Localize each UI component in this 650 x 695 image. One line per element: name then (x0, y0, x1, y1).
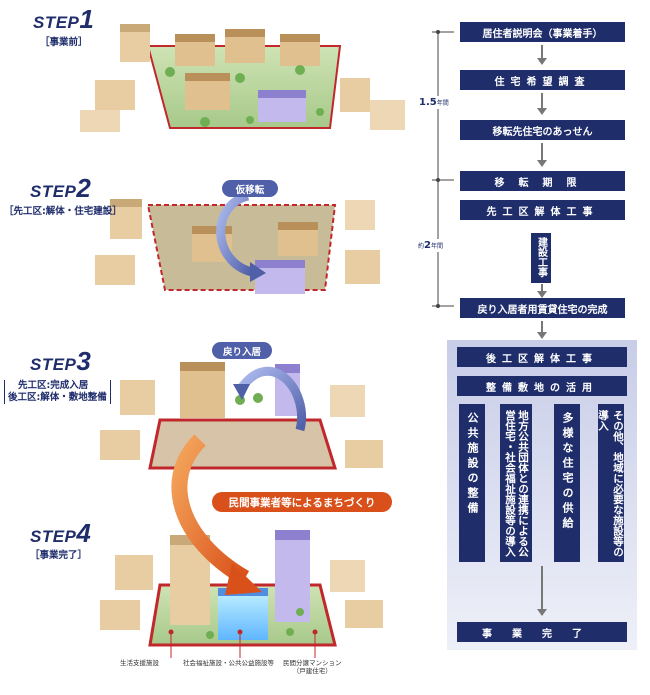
flow-site-utilization: 整備敷地の活用 (457, 376, 627, 396)
step4-title: STEP4 (30, 518, 92, 548)
illustration-canvas (80, 24, 405, 658)
step4-trees (206, 608, 304, 639)
timeline-bracket (432, 30, 454, 308)
step1-buildings (80, 24, 405, 132)
flow-first-demolition: 先工区解体工事 (460, 200, 625, 220)
flow-other-facilities: その他、地域に必要な施設等の導入 (597, 404, 624, 562)
flow-arrow-4 (537, 284, 547, 298)
flow-arrow-6 (537, 566, 547, 616)
step2-scene (95, 191, 380, 294)
step3-title: STEP3 (30, 346, 92, 376)
temp-move-arrow (216, 191, 254, 277)
flow-arrow-2 (537, 93, 547, 115)
duration-phase2: 約2年間 (418, 239, 443, 252)
private-dev-label: 民間事業者等によるまちづくり (212, 492, 392, 512)
temp-move-label: 仮移転 (222, 180, 278, 197)
step3-site-border (148, 418, 338, 470)
flow-relocation-deadline: 移転期限 (460, 171, 625, 191)
step3-scene (100, 362, 383, 470)
step1-site-border (146, 45, 342, 129)
flow-relocation-support: 移転先住宅のあっせん (460, 120, 625, 140)
return-move-label: 戻り入居 (212, 342, 272, 359)
step4-subtitle: ［事業完了］ (30, 550, 88, 561)
flow-later-demolition: 後工区解体工事 (457, 347, 627, 367)
private-dev-arrow (171, 434, 250, 585)
flow-arrow-1 (537, 45, 547, 65)
flow-construction: 建設工事 (531, 233, 551, 283)
duration-phase1: 1.5年間 (419, 96, 449, 109)
step1-trees (165, 65, 324, 127)
return-move-arrow (236, 366, 306, 432)
label-welfare-facility: 社会福祉施設・公共公益施設等 (183, 659, 274, 667)
flow-resident-briefing: 居住者説明会（事業着手） (460, 22, 625, 42)
flow-public-facilities: 公共施設の整備 (459, 404, 485, 562)
label-support-facility: 生活支援施設 (120, 659, 159, 667)
flow-housing-survey: 住宅希望調査 (460, 70, 625, 90)
step3-subtitle: 先工区:完成入居 後工区:解体・敷地整備 (4, 380, 111, 404)
step3-sub-line2: 後工区:解体・敷地整備 (8, 392, 107, 403)
step1-scene (80, 24, 405, 132)
step3-sub-line1: 先工区:完成入居 (18, 380, 89, 391)
flow-arrow-3 (537, 143, 547, 167)
label-condo: 民間分譲マンション （戸建住宅） (283, 659, 342, 675)
step2-site-border (146, 204, 337, 291)
step2-title: STEP2 (30, 173, 92, 203)
flow-return-housing-complete: 戻り入居者用賃貸住宅の完成 (460, 298, 625, 318)
step1-title: STEP1 (33, 4, 95, 34)
step2-subtitle: ［先工区:解体・住宅建設］ (4, 206, 122, 217)
step3-buildings (100, 362, 383, 468)
step4-site-border (148, 583, 337, 647)
flow-public-housing-welfare: 地方公共団体との連携による公営住宅・社会福祉施設等の導入 (500, 404, 532, 562)
flow-project-complete: 事業完了 (457, 622, 627, 642)
step4-pins (168, 629, 318, 658)
step1-subtitle: ［事業前］ (40, 37, 88, 48)
step2-buildings (95, 199, 380, 294)
step4-scene (100, 530, 383, 658)
step4-buildings (100, 530, 383, 640)
flow-arrow-5 (537, 321, 547, 339)
flow-diverse-housing: 多様な住宅の供給 (554, 404, 580, 562)
